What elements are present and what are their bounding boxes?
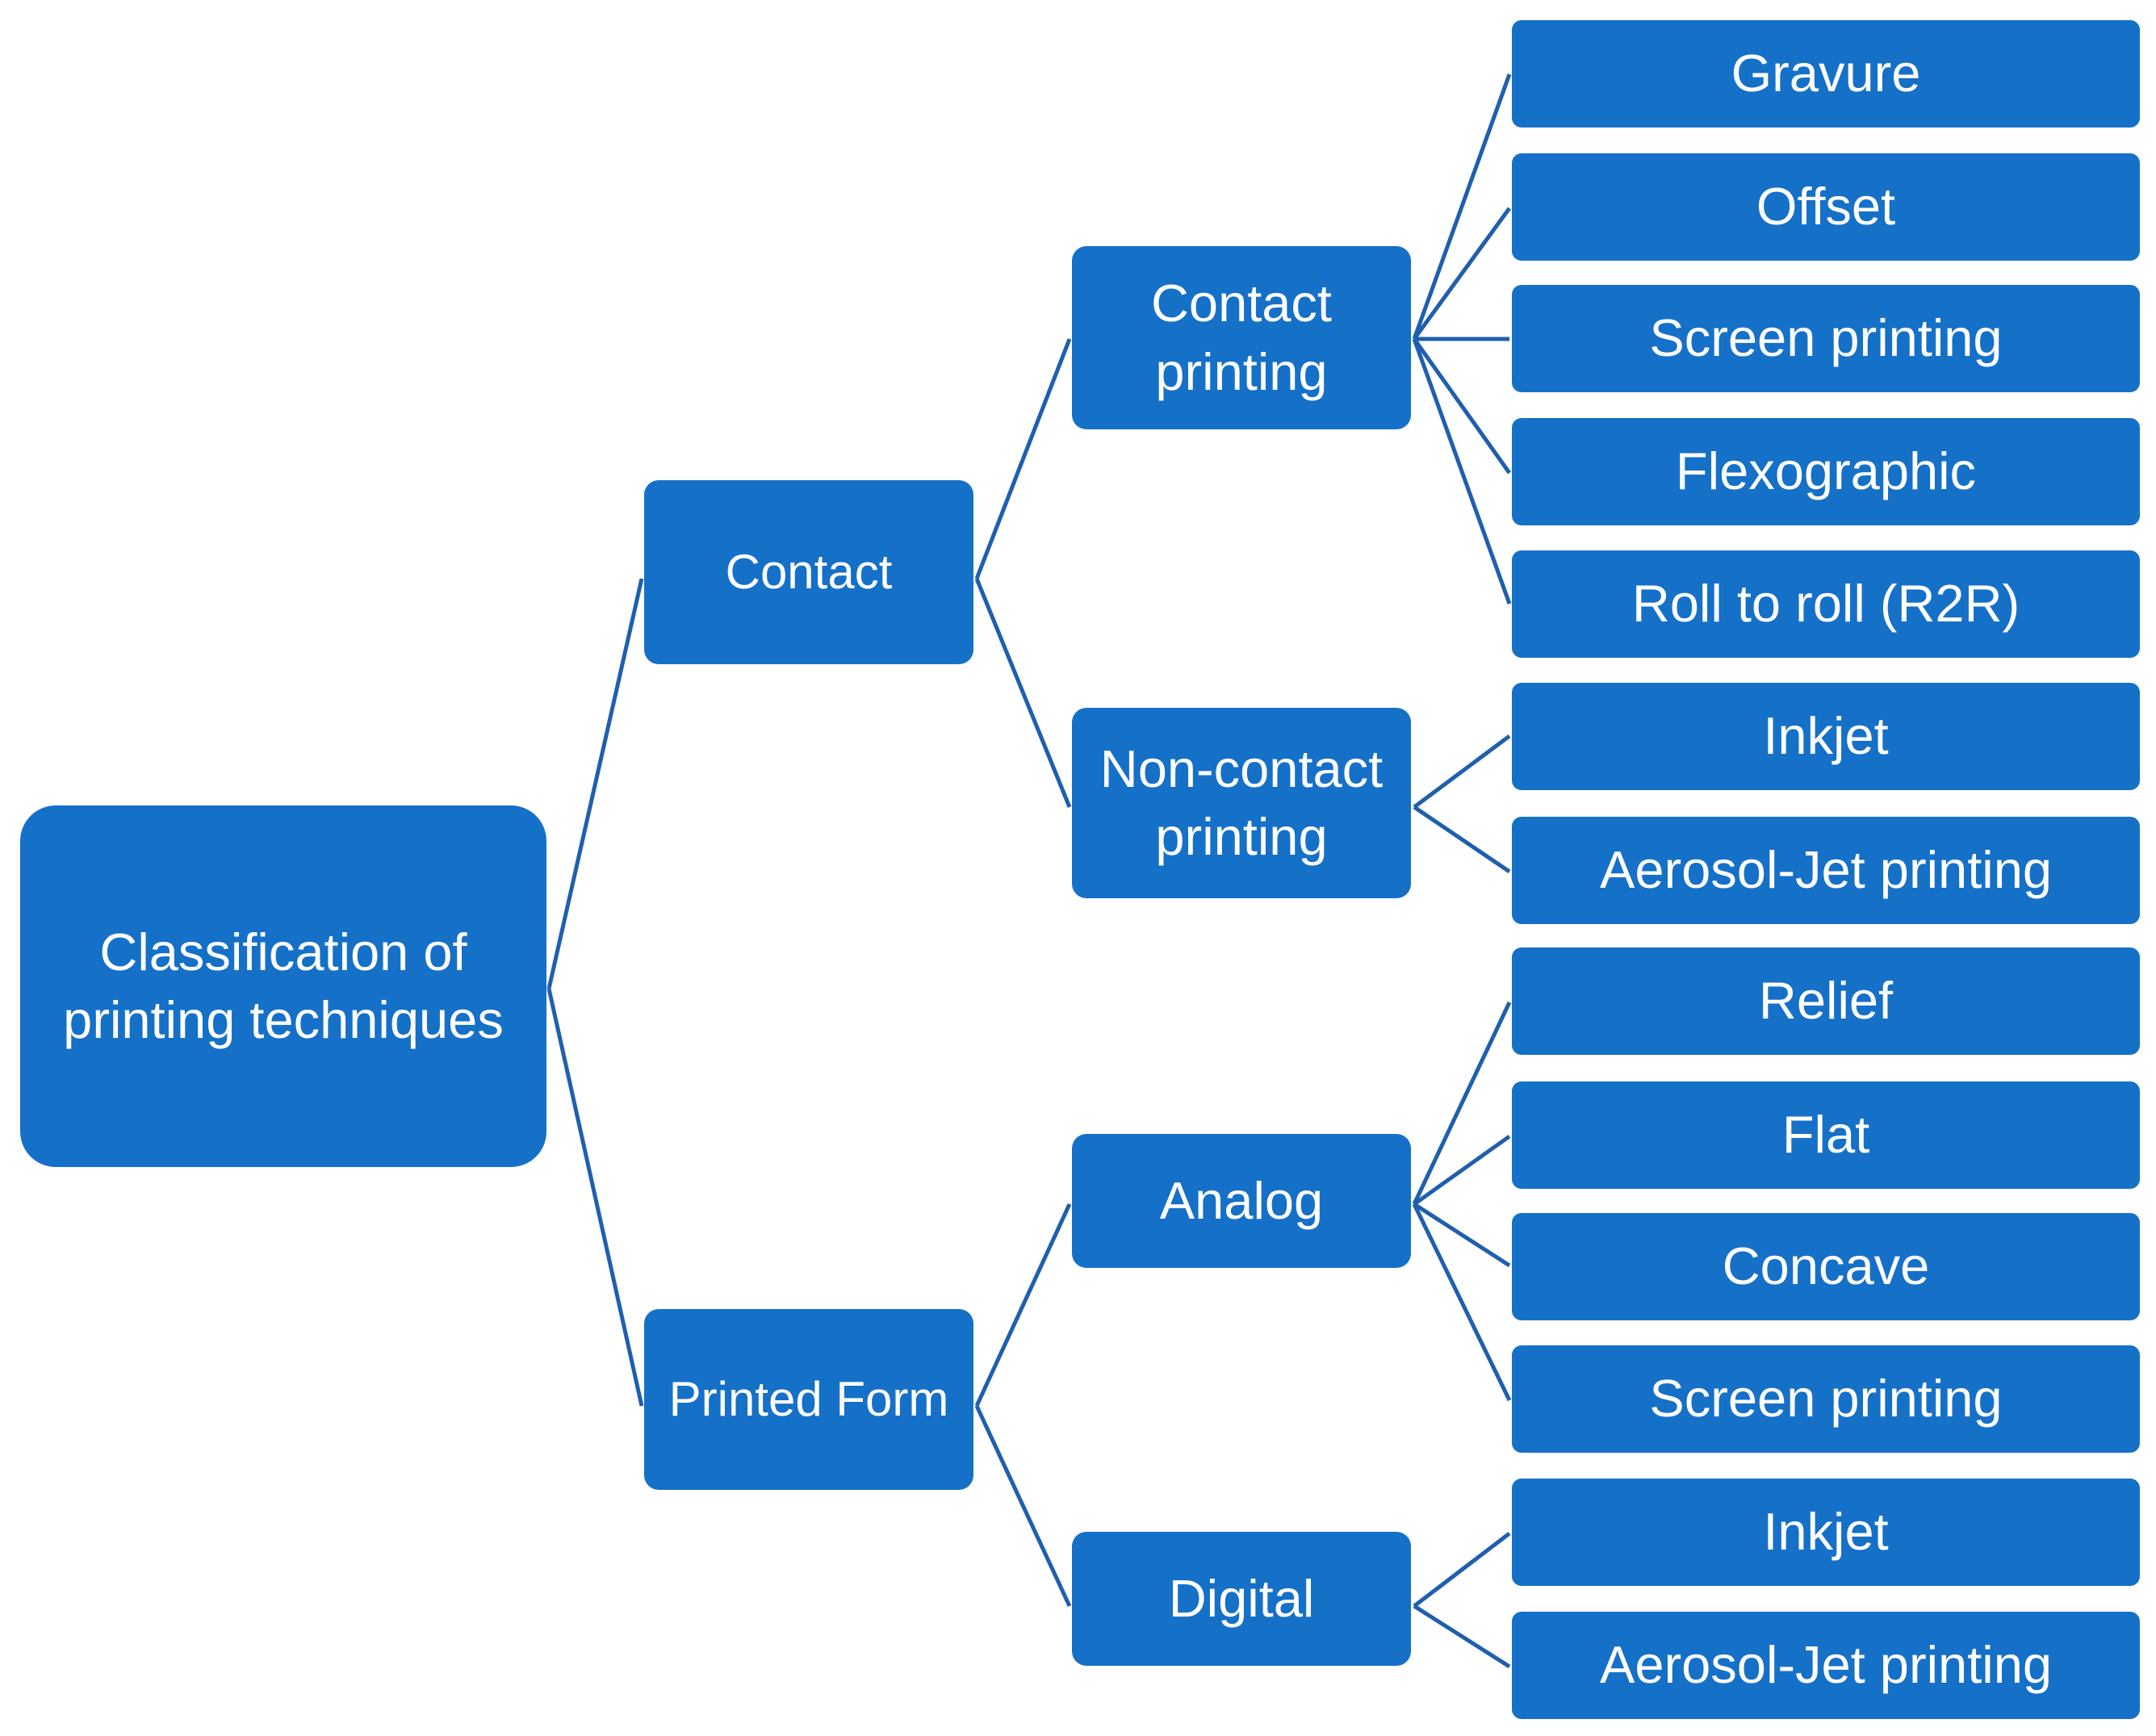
leaf-roll-to-roll: Roll to roll (R2R)	[1512, 550, 2140, 658]
category-noncontact-printing: Non-contact printing	[1072, 708, 1411, 898]
leaf-inkjet: Inkjet	[1512, 683, 2140, 790]
leaf-concave: Concave	[1512, 1213, 2140, 1320]
connector-analog-screen	[1412, 1203, 1512, 1402]
connector-printed-form-digital	[974, 1404, 1072, 1608]
category-analog: Analog	[1072, 1134, 1411, 1268]
root-node: Classification of printing techniques	[20, 805, 546, 1167]
connector-noncontact-aerosol	[1413, 805, 1511, 874]
connector-analog-flat	[1413, 1134, 1511, 1207]
leaf-gravure: Gravure	[1512, 20, 2140, 128]
connector-root-contact	[546, 578, 644, 989]
leaf-offset: Offset	[1512, 153, 2140, 261]
connector-analog-relief	[1412, 1001, 1512, 1206]
connector-printed-form-analog	[974, 1203, 1072, 1408]
connector-analog-concave	[1413, 1202, 1511, 1268]
connector-contact-printing-gravure	[1412, 73, 1512, 340]
leaf-aerosol-jet-printing: Aerosol-Jet printing	[1512, 817, 2140, 924]
connector-root-printed-form	[546, 988, 644, 1407]
connector-contact-printing-flexographic	[1412, 337, 1512, 475]
connector-contact-printing-r2r	[1412, 338, 1512, 604]
branch-contact: Contact	[644, 480, 973, 664]
connector-contact-noncontact-printing	[974, 578, 1072, 808]
leaf-screen-printing-analog: Screen printing	[1512, 1345, 2140, 1453]
connector-contact-contact-printing	[974, 338, 1072, 579]
connector-contact-printing-offset	[1412, 207, 1512, 341]
leaf-flat: Flat	[1512, 1081, 2140, 1189]
leaf-inkjet-digital: Inkjet	[1512, 1479, 2140, 1586]
category-contact-printing: Contact printing	[1072, 246, 1411, 429]
connector-noncontact-inkjet	[1413, 734, 1511, 809]
branch-printed-form: Printed Form	[644, 1309, 973, 1490]
leaf-screen-printing: Screen printing	[1512, 285, 2140, 392]
leaf-relief: Relief	[1512, 947, 2140, 1055]
leaf-aerosol-jet-printing-digital: Aerosol-Jet printing	[1512, 1612, 2140, 1719]
connector-digital-aerosol	[1413, 1604, 1511, 1669]
category-digital: Digital	[1072, 1532, 1411, 1666]
connector-digital-inkjet	[1413, 1532, 1511, 1608]
leaf-flexographic: Flexographic	[1512, 418, 2140, 525]
